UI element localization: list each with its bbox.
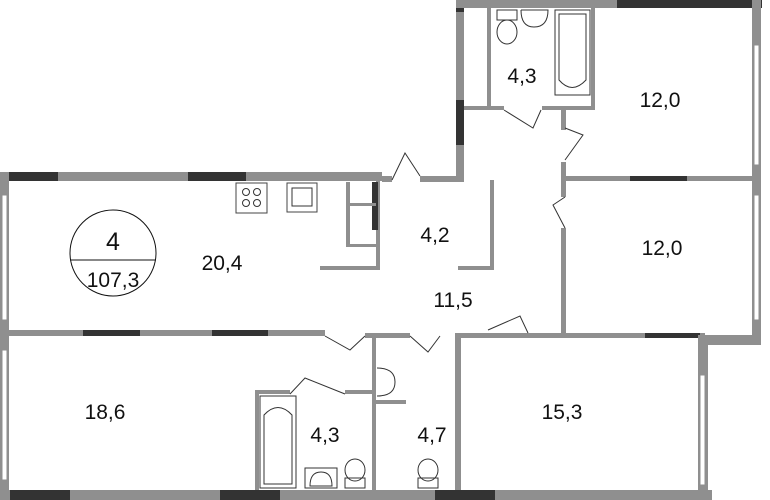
sink-icon <box>376 367 396 397</box>
bedroom-door-icon <box>552 196 566 229</box>
sink-icon <box>304 467 338 489</box>
door-icon <box>324 335 366 351</box>
bedroom-door-icon <box>564 127 584 161</box>
room-labels: 4,3 12,0 20,4 4,2 12,0 11,5 18,6 4,3 4,7… <box>85 65 683 447</box>
room-area-bathroom-top: 4,3 <box>507 65 536 88</box>
fixtures <box>235 9 591 489</box>
apartment-badge: 4 107,3 <box>69 209 157 297</box>
room-area-bedroom-bottom-right: 15,3 <box>542 401 583 424</box>
room-area-bedroom-top-right: 12,0 <box>640 89 681 112</box>
room-area-bathroom-bottom: 4,3 <box>310 424 339 447</box>
bathtub-icon <box>554 9 591 96</box>
doors <box>289 109 584 395</box>
room-area-hallway: 11,5 <box>433 289 472 312</box>
entrance-door-icon <box>391 151 421 181</box>
kitchen-sink-icon <box>286 182 318 213</box>
room-area-toilet: 4,7 <box>417 424 446 447</box>
room-area-kitchen-living: 20,4 <box>202 252 243 275</box>
room-area-bedroom-bottom-left: 18,6 <box>85 401 126 424</box>
door-icon <box>409 335 441 353</box>
toilet-icon <box>344 458 366 489</box>
toilet-icon <box>496 9 518 45</box>
room-area-bedroom-middle-right: 12,0 <box>642 237 683 260</box>
room-area-closet: 4,2 <box>420 224 449 247</box>
bathtub-icon <box>259 395 297 489</box>
sink-icon <box>520 9 549 28</box>
bathroom-door-icon <box>503 109 542 129</box>
total-area: 107,3 <box>87 269 140 292</box>
rooms-count: 4 <box>106 228 120 256</box>
bedroom-door-icon <box>487 315 529 334</box>
toilet-icon <box>417 458 439 489</box>
door-icon <box>289 377 346 395</box>
stove-icon <box>235 182 268 214</box>
